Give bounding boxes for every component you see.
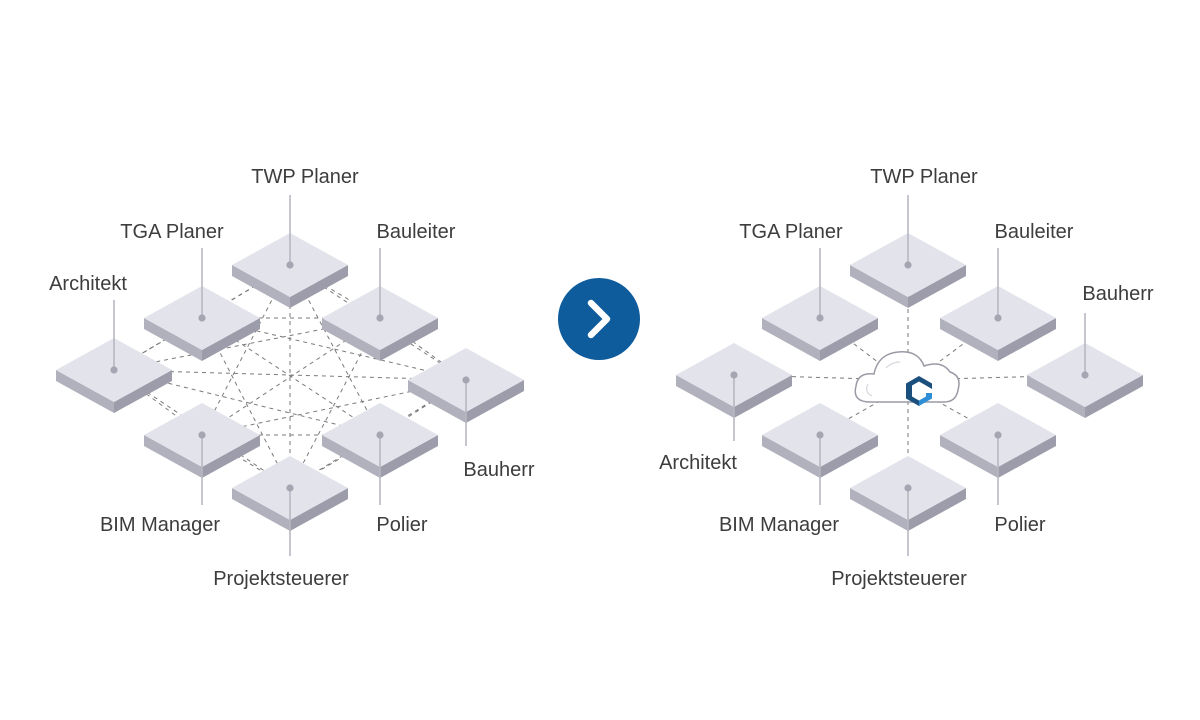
label-architekt: Architekt [659, 452, 737, 474]
tile-architekt [676, 343, 792, 441]
tile-tga-planer [762, 248, 878, 361]
tile-bim-manager [144, 403, 260, 505]
label-projektsteuerer: Projektsteuerer [213, 568, 349, 590]
label-bauleiter: Bauleiter [377, 221, 456, 243]
label-twp-planer: TWP Planer [251, 166, 359, 188]
left-diagram: TWP Planer TGA Planer Bauleiter Architek… [49, 166, 535, 590]
tile-projektsteuerer [232, 456, 348, 556]
hub-logo-icon [906, 376, 932, 406]
label-bauherr: Bauherr [463, 459, 534, 481]
tile-architekt [56, 300, 172, 413]
next-button[interactable] [558, 278, 640, 360]
cloud-icon [854, 351, 960, 403]
label-polier: Polier [994, 514, 1045, 536]
tile-twp-planer [850, 195, 966, 308]
right-diagram: TWP Planer TGA Planer Bauleiter Bauherr … [659, 166, 1154, 590]
tile-twp-planer [232, 195, 348, 308]
label-bauherr: Bauherr [1082, 283, 1153, 305]
tile-bauleiter [322, 248, 438, 361]
label-projektsteuerer: Projektsteuerer [831, 568, 967, 590]
label-bim-manager: BIM Manager [100, 514, 220, 536]
label-twp-planer: TWP Planer [870, 166, 978, 188]
tile-bauleiter [940, 248, 1056, 361]
tile-polier [322, 403, 438, 505]
tile-tga-planer [144, 248, 260, 361]
label-tga-planer: TGA Planer [120, 221, 224, 243]
tile-bim-manager [762, 403, 878, 505]
label-bauleiter: Bauleiter [995, 221, 1074, 243]
tile-polier [940, 403, 1056, 505]
label-architekt: Architekt [49, 273, 127, 295]
chevron-right-icon [587, 299, 611, 339]
tile-projektsteuerer [850, 456, 966, 556]
label-bim-manager: BIM Manager [719, 514, 839, 536]
tile-bauherr [408, 348, 524, 446]
label-polier: Polier [376, 514, 427, 536]
tile-bauherr [1027, 313, 1143, 418]
label-tga-planer: TGA Planer [739, 221, 843, 243]
